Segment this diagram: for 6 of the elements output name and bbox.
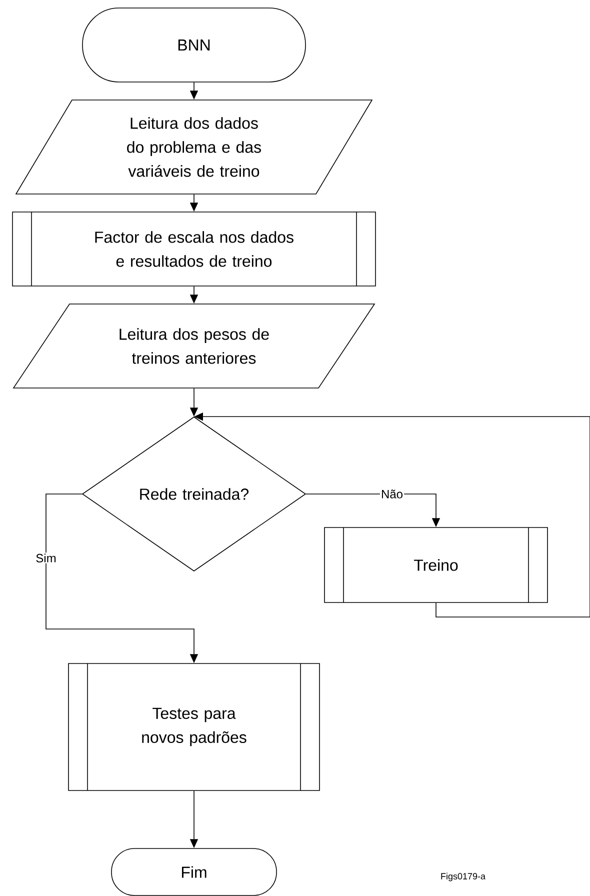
edge-label: Não	[380, 488, 404, 500]
edge-label: Sim	[34, 552, 58, 564]
subprocess-box: Treino	[324, 527, 548, 603]
subprocess-box: Factor de escala nos dados e resultados de treino	[12, 212, 376, 286]
subprocess-box: Testes para novos padrões	[68, 663, 320, 791]
figure-code: Figs0179-a	[441, 872, 486, 882]
